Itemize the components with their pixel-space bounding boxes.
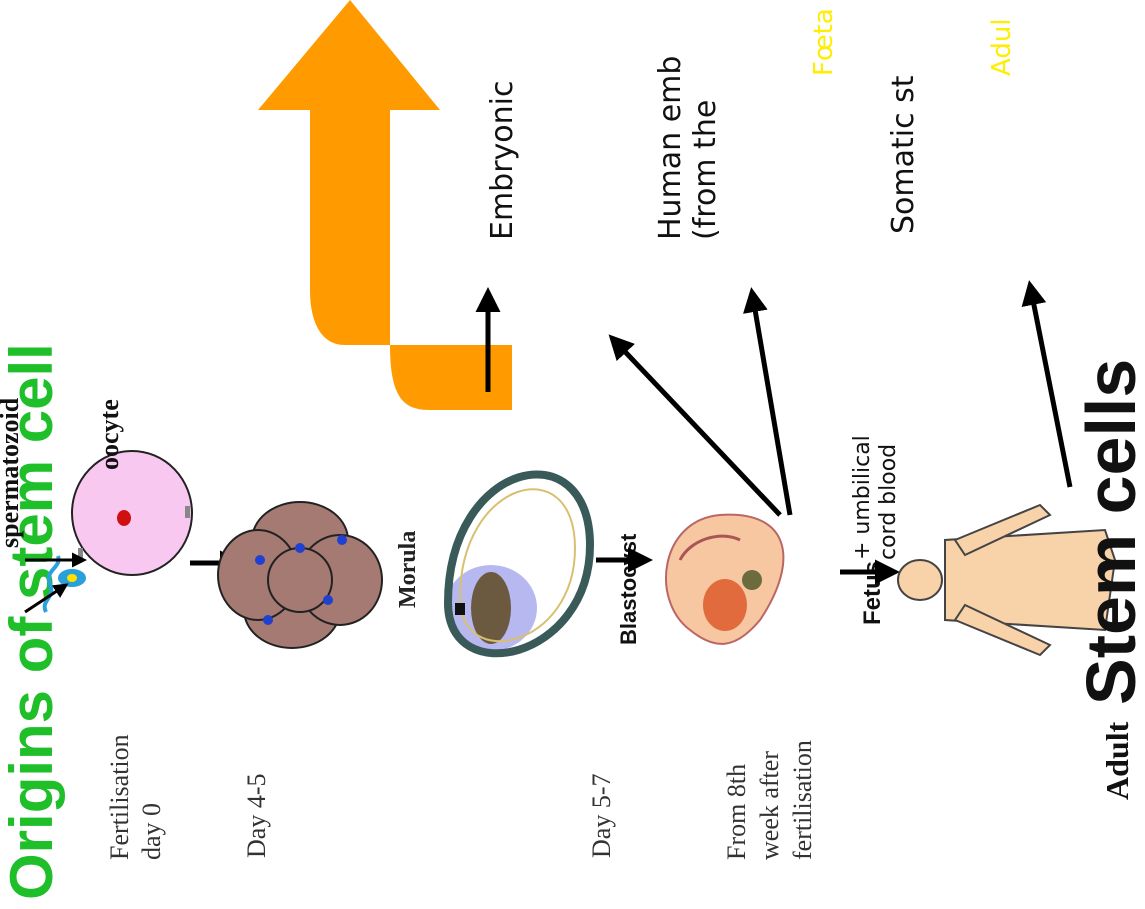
stage-label-fertilisation-1: Fertilisation (105, 734, 134, 860)
fetus-icon (666, 515, 783, 644)
stage-label-8th-week-3: fertilisation (788, 740, 817, 860)
stage-label-fertilisation-2: day 0 (137, 803, 166, 860)
morula-icon (218, 502, 382, 648)
spermatozoid-label: spermatozoid (0, 397, 24, 548)
stage-label-day-4-5: Day 4-5 (242, 774, 271, 858)
human-emb-label-1: Human emb (653, 56, 688, 240)
stage-label-adult: Adult (1099, 721, 1135, 800)
stage-label-day-5-7: Day 5-7 (587, 774, 616, 858)
oocyte-label: oocyte (95, 399, 124, 470)
human-emb-label-2: (from the (688, 100, 723, 240)
adult-cells-label: Adul (987, 18, 1017, 76)
stage-label-8th-week-1: From 8th (722, 764, 751, 860)
foetal-label: Fœta (809, 8, 839, 76)
somatic-label: Somatic st (886, 75, 921, 234)
morula-label: Morula (395, 531, 421, 608)
arrow-to-human-emb (612, 338, 780, 515)
arrow-to-adult-cells (1030, 285, 1070, 487)
umbilical-label: + umbilical (850, 435, 875, 560)
blastocyst-label: Blastocyst (616, 533, 641, 645)
cord-blood-label: cord blood (876, 444, 901, 560)
orange-highlight-arrow (258, 0, 512, 540)
embryonic-label: Embryonic (485, 80, 520, 240)
blastocyst-icon (445, 474, 590, 653)
stem-cells-title: Stem cells (1072, 359, 1145, 705)
stage-label-8th-week-2: week after (755, 751, 784, 860)
arrow-to-somatic (752, 292, 790, 515)
oocyte-icon (45, 451, 192, 612)
